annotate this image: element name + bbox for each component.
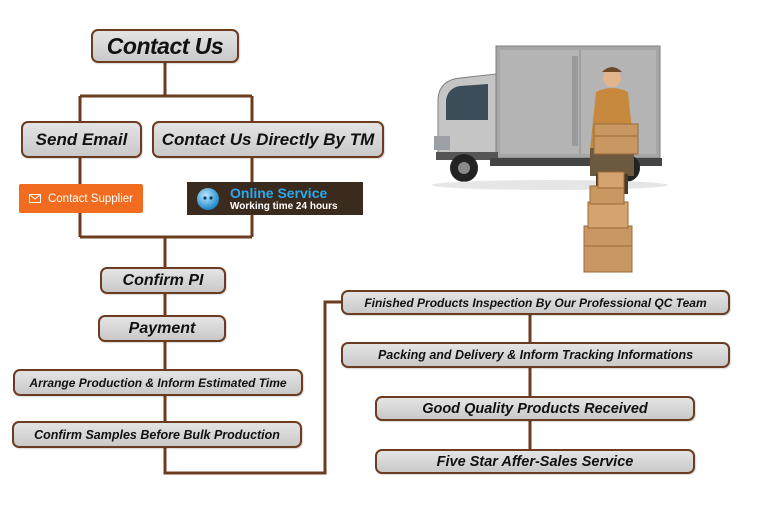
step-label: Five Star Affer-Sales Service	[436, 453, 634, 470]
step-label: Good Quality Products Received	[422, 400, 648, 417]
step-label: Confirm Samples Before Bulk Production	[34, 427, 280, 442]
step-arrange-production: Arrange Production & Inform Estimated Ti…	[13, 369, 303, 396]
step-label: Packing and Delivery & Inform Tracking I…	[377, 348, 694, 362]
online-service-button[interactable]: Online Service Working time 24 hours	[187, 182, 363, 215]
envelope-icon	[28, 194, 41, 203]
step-qc-inspection: Finished Products Inspection By Our Prof…	[341, 290, 730, 315]
contact-supplier-label: Contact Supplier	[47, 192, 134, 205]
step-confirm-pi: Confirm PI	[100, 267, 226, 294]
contact-tm-label: Contact Us Directly By TM	[161, 129, 375, 149]
contact-tm-box: Contact Us Directly By TM	[152, 121, 384, 158]
send-email-box: Send Email	[21, 121, 142, 158]
globe-chat-icon	[195, 186, 221, 217]
step-label: Arrange Production & Inform Estimated Ti…	[29, 375, 287, 390]
contact-supplier-button[interactable]: Contact Supplier	[19, 184, 143, 213]
step-label: Confirm PI	[122, 271, 204, 289]
contact-us-title-box: Contact Us	[91, 29, 239, 63]
step-label: Payment	[128, 319, 196, 337]
step-packing-delivery: Packing and Delivery & Inform Tracking I…	[341, 342, 730, 368]
send-email-label: Send Email	[35, 129, 128, 149]
cardboard-box-stack	[583, 171, 633, 273]
online-service-hours: Working time 24 hours	[230, 201, 338, 212]
step-payment: Payment	[98, 315, 226, 342]
step-products-received: Good Quality Products Received	[375, 396, 695, 421]
step-label: Finished Products Inspection By Our Prof…	[364, 295, 707, 310]
step-after-sales: Five Star Affer-Sales Service	[375, 449, 695, 474]
delivery-truck-illustration	[432, 45, 668, 273]
step-confirm-samples: Confirm Samples Before Bulk Production	[12, 421, 302, 448]
contact-us-title: Contact Us	[106, 32, 224, 59]
truck-cab	[434, 73, 498, 160]
online-service-title: Online Service	[230, 185, 328, 201]
